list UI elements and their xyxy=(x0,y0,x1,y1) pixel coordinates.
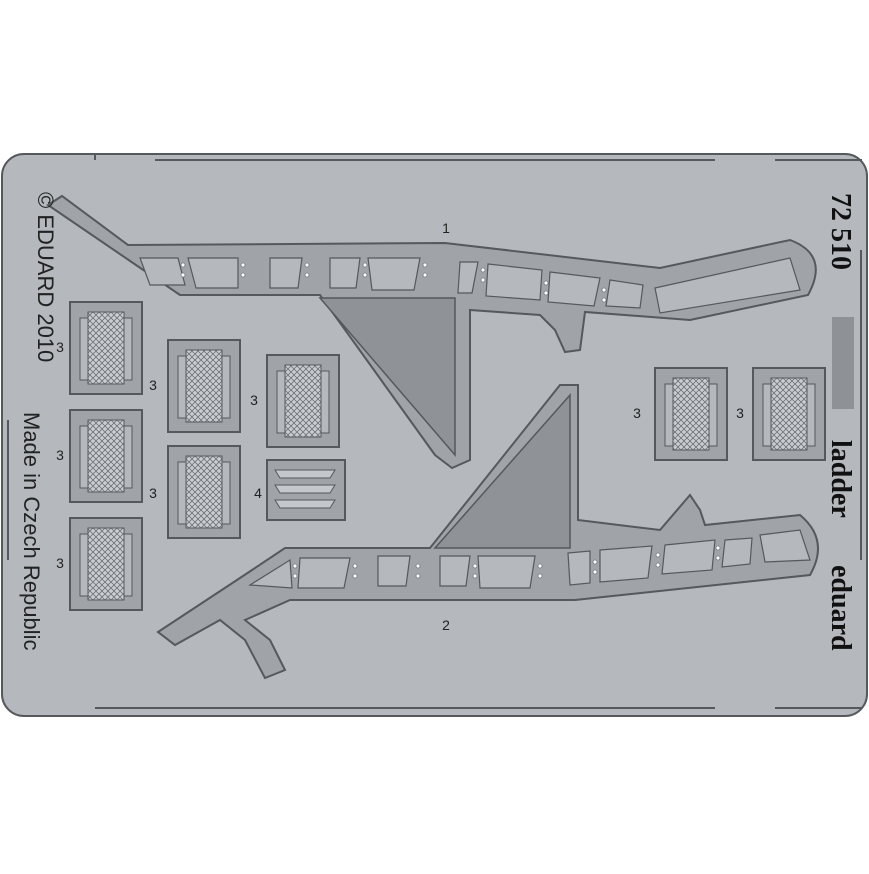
part-label-3b: 3 xyxy=(56,447,64,463)
fret-frame-lines xyxy=(7,154,862,709)
step-tread-f xyxy=(266,354,340,448)
product-number: 72 510 xyxy=(825,193,856,270)
ladder-part-1: 1 xyxy=(46,194,817,470)
left-legend: © EDUARD 2010 Made in Czech Republic xyxy=(19,192,58,650)
brand-text: eduard xyxy=(825,565,856,651)
title-text: ladder xyxy=(825,440,856,518)
origin-text: Made in Czech Republic xyxy=(19,412,44,650)
part-label-4: 4 xyxy=(254,485,262,501)
step-tread-a xyxy=(69,301,143,395)
step-tread-h xyxy=(752,367,826,461)
part-label-2: 2 xyxy=(442,617,450,633)
step-tread-g xyxy=(654,367,728,461)
part-label-3h: 3 xyxy=(736,405,744,421)
part-label-3c: 3 xyxy=(56,555,64,571)
grid-part-4 xyxy=(266,459,346,521)
part-label-3f: 3 xyxy=(250,392,258,408)
part-label-3a: 3 xyxy=(56,339,64,355)
step-treads xyxy=(69,301,826,611)
part-label-3g: 3 xyxy=(633,405,641,421)
part-label-3d: 3 xyxy=(149,377,157,393)
redacted-block xyxy=(832,317,854,409)
part-label-3e: 3 xyxy=(149,485,157,501)
step-tread-d xyxy=(167,339,241,433)
step-tread-b xyxy=(69,409,143,503)
ladder-part-2: 2 xyxy=(156,384,819,680)
part-labels: 3 3 3 3 3 3 4 3 3 xyxy=(56,339,744,571)
step-tread-c xyxy=(69,517,143,611)
right-legend: 72 510 ladder eduard xyxy=(825,193,856,651)
copyright-text: © EDUARD 2010 xyxy=(33,192,58,362)
part-label-1: 1 xyxy=(442,220,450,236)
step-tread-e xyxy=(167,445,241,539)
